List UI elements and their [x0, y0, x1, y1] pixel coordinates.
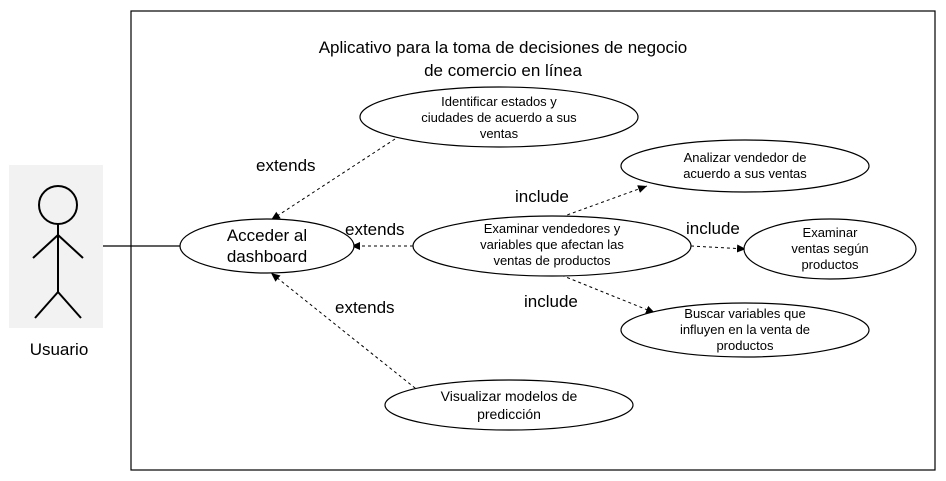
uc-acceder-label: Acceder al dashboard: [226, 226, 308, 266]
uc-visualizar-label: Visualizar modelos de predicción: [440, 388, 578, 422]
uc-visualizar-ellipse: [384, 379, 634, 431]
extends-arrow-visualizar: [270, 272, 421, 393]
include-label-examinar-ventas: include: [686, 219, 740, 238]
actor-name: Usuario: [29, 340, 89, 359]
extends-label-visualizar: extends: [335, 298, 395, 317]
include-arrow-analizar: [555, 185, 648, 220]
system-title: Aplicativo para la toma de decisiones de…: [318, 38, 688, 80]
include-arrow-examinar-ventas: [690, 244, 747, 253]
actor-stick-figure: [32, 185, 84, 319]
uc-analizar-label: Analizar vendedor de acuerdo a sus venta…: [683, 150, 807, 181]
uc-examinar-ventas-ellipse: [743, 218, 917, 280]
extends-label-examinar: extends: [345, 220, 405, 239]
include-label-buscar: include: [524, 292, 578, 311]
include-label-analizar: include: [515, 187, 569, 206]
uc-buscar-ellipse: [620, 302, 870, 358]
extends-arrow-identificar: [270, 138, 396, 221]
extends-label-identificar: extends: [256, 156, 316, 175]
uc-identificar-ellipse: [359, 86, 639, 148]
uc-analizar-ellipse: [620, 139, 870, 193]
uc-buscar-label: Buscar variables que influyen en la vent…: [679, 306, 811, 353]
uc-acceder-ellipse: [179, 218, 355, 274]
system-boundary: [130, 10, 936, 471]
actor-background: [9, 165, 103, 328]
uc-identificar-label: Identificar estados y ciudades de acuerd…: [421, 94, 577, 141]
uc-examinar-label: Examinar vendedores y variables que afec…: [480, 221, 624, 268]
uc-examinar-ventas-label: Examinar ventas según productos: [791, 225, 869, 272]
uc-examinar-ellipse: [412, 215, 692, 277]
